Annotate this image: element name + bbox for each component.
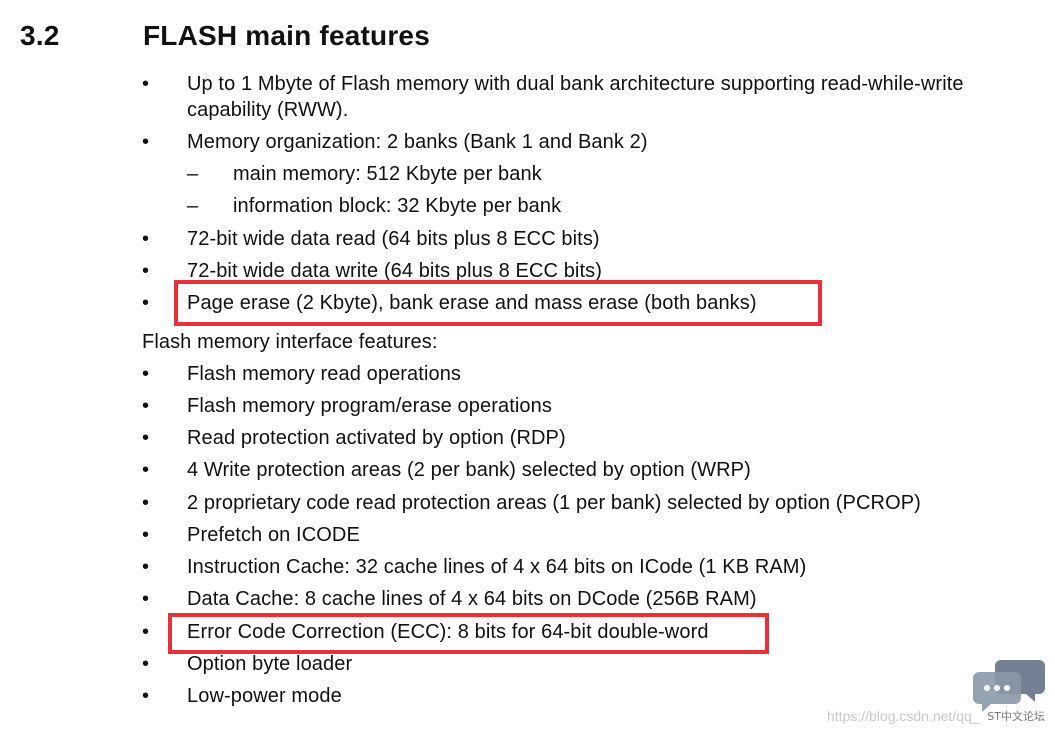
dash-marker: – — [187, 195, 199, 217]
bullet-marker: • — [142, 524, 150, 546]
sub-list-item-text: information block: 32 Kbyte per bank — [233, 195, 562, 217]
list-item-text: Option byte loader — [187, 653, 353, 675]
list-item-text: Up to 1 Mbyte of Flash memory with dual … — [187, 73, 964, 95]
watermark-url: https://blog.csdn.net/qq_ — [827, 708, 980, 724]
list-item-text: Page erase (2 Kbyte), bank erase and mas… — [187, 292, 757, 314]
bullet-marker: • — [142, 73, 150, 95]
list-item-text: 72-bit wide data write (64 bits plus 8 E… — [187, 260, 602, 282]
list-item-text: Read protection activated by option (RDP… — [187, 427, 566, 449]
bullet-marker: • — [142, 427, 150, 449]
watermark-brand: ST中文论坛 — [987, 710, 1045, 723]
list-item-text: Memory organization: 2 banks (Bank 1 and… — [187, 131, 648, 153]
bullet-marker: • — [142, 685, 150, 707]
list-item-text: Low-power mode — [187, 685, 342, 707]
watermark: https://blog.csdn.net/qq_ ST中文论坛 — [827, 656, 1047, 726]
dash-marker: – — [187, 163, 199, 185]
bullet-marker: • — [142, 292, 150, 314]
bullet-marker: • — [142, 653, 150, 675]
section-title: FLASH main features — [143, 20, 430, 51]
list-item-text-continued: capability (RWW). — [187, 99, 349, 121]
list-item-text: Instruction Cache: 32 cache lines of 4 x… — [187, 556, 807, 578]
section-number: 3.2 — [20, 20, 60, 51]
bullet-marker: • — [142, 459, 150, 481]
interface-heading: Flash memory interface features: — [142, 331, 438, 353]
bullet-marker: • — [142, 395, 150, 417]
bullet-marker: • — [142, 260, 150, 282]
list-item-text: 72-bit wide data read (64 bits plus 8 EC… — [187, 228, 600, 250]
sub-list-item-text: main memory: 512 Kbyte per bank — [233, 163, 542, 185]
bullet-marker: • — [142, 588, 150, 610]
list-item-text: 2 proprietary code read protection areas… — [187, 492, 921, 514]
bullet-marker: • — [142, 131, 150, 153]
chat-bubbles-icon — [973, 660, 1045, 712]
bullet-marker: • — [142, 621, 150, 643]
list-item-text: Flash memory program/erase operations — [187, 395, 552, 417]
list-item-text: Data Cache: 8 cache lines of 4 x 64 bits… — [187, 588, 757, 610]
list-item-text: Prefetch on ICODE — [187, 524, 360, 546]
list-item-text: Error Code Correction (ECC): 8 bits for … — [187, 621, 709, 643]
bullet-marker: • — [142, 228, 150, 250]
bullet-marker: • — [142, 556, 150, 578]
bullet-marker: • — [142, 492, 150, 514]
bullet-marker: • — [142, 363, 150, 385]
list-item-text: Flash memory read operations — [187, 363, 462, 385]
list-item-text: 4 Write protection areas (2 per bank) se… — [187, 459, 751, 481]
